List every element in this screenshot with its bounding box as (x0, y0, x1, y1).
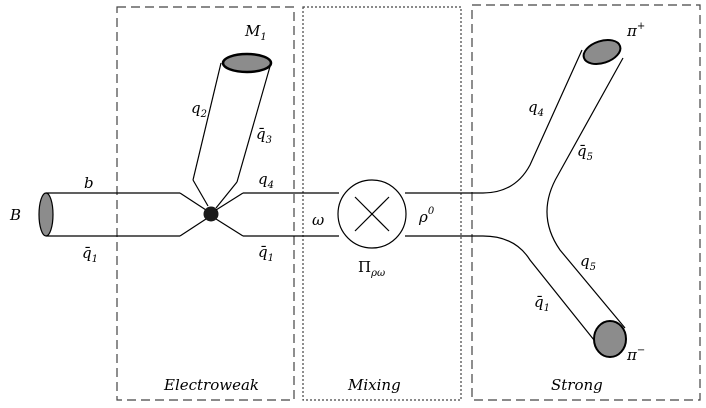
label-q1bar-right: q̄1 (534, 293, 550, 314)
mixing-box (302, 6, 462, 401)
label-omega: ω (312, 211, 324, 229)
label-q3bar: q̄3 (256, 125, 272, 146)
m1-meson-tube (192, 52, 273, 183)
b-meson-cap (38, 192, 54, 237)
label-M1: M1 (244, 22, 267, 43)
pi-plus-cap (582, 39, 622, 65)
label-B: B (9, 206, 21, 224)
electroweak-box (116, 6, 295, 401)
strong-box (471, 4, 701, 401)
label-rho: ρ0 (418, 206, 435, 226)
label-q2: q2 (191, 99, 207, 120)
strong-caption: Strong (551, 376, 603, 394)
label-pi-mixing: Πρω (358, 258, 385, 279)
label-q4-right: q4 (528, 98, 544, 119)
label-q1bar-left: q̄1 (82, 244, 98, 265)
label-q4-mid: q4 (258, 170, 274, 191)
mixing-vertex (337, 179, 407, 249)
label-pi-plus: π+ (626, 21, 645, 40)
label-q5bar: q̄5 (577, 142, 593, 163)
label-b: b (84, 174, 94, 192)
b-meson-tube (38, 192, 180, 237)
strong-split (482, 39, 627, 358)
pi-minus-cap (593, 320, 627, 358)
b-to-vertex (179, 192, 207, 211)
label-q5: q5 (580, 252, 596, 273)
label-q1bar-mid: q̄1 (258, 243, 274, 264)
electroweak-caption: Electroweak (163, 376, 259, 394)
mixing-caption: Mixing (347, 376, 401, 394)
label-pi-minus: π− (626, 345, 645, 364)
m1-cap (221, 52, 273, 74)
q1bar-to-vertex (179, 218, 207, 237)
weak-vertex (203, 206, 219, 222)
